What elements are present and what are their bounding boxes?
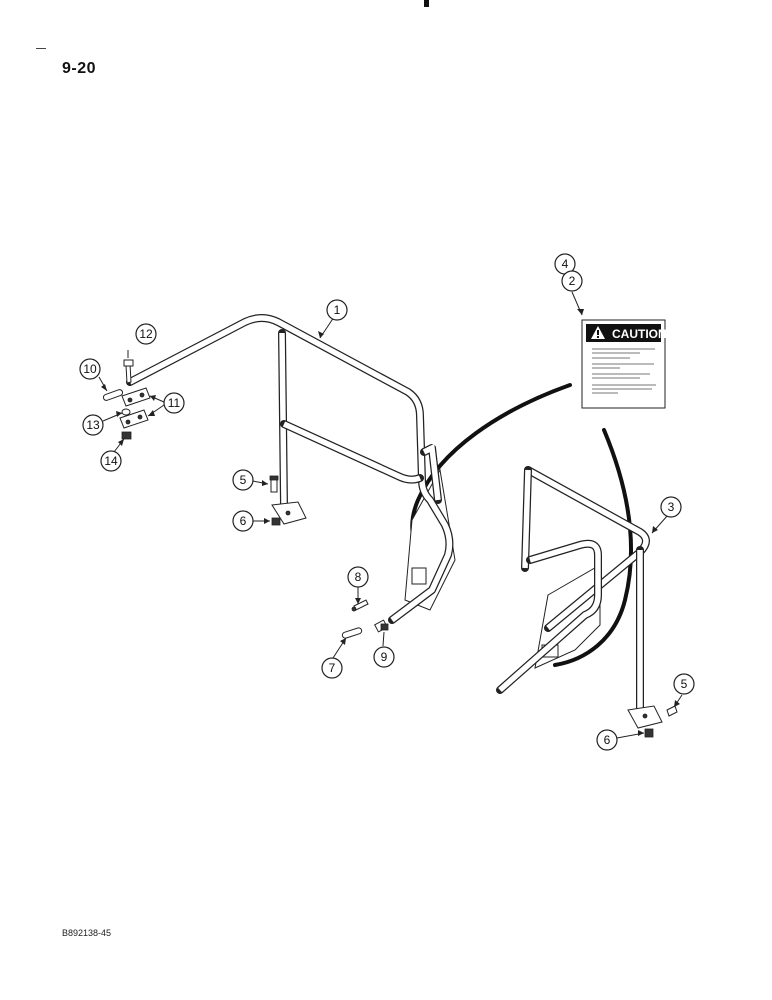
svg-text:6: 6 xyxy=(240,514,247,528)
shield-slot xyxy=(411,567,427,585)
clamp-upper xyxy=(121,387,151,407)
svg-text:9: 9 xyxy=(381,650,388,664)
hardware-post-right xyxy=(644,705,678,738)
callout-6-right: 6 xyxy=(596,729,618,751)
svg-text:7: 7 xyxy=(329,661,336,675)
callout-12: 12 xyxy=(135,323,157,345)
callout-8: 8 xyxy=(347,566,369,588)
svg-text:2: 2 xyxy=(569,274,576,288)
binding-mark xyxy=(424,0,429,7)
svg-text:5: 5 xyxy=(681,677,688,691)
svg-text:13: 13 xyxy=(86,418,100,432)
svg-text:6: 6 xyxy=(604,733,611,747)
bolt-12 xyxy=(125,363,132,384)
svg-text:12: 12 xyxy=(139,327,153,341)
svg-text:3: 3 xyxy=(668,500,675,514)
nut-6-left xyxy=(271,517,281,526)
washer-13 xyxy=(121,408,131,416)
callout-13: 13 xyxy=(82,414,104,436)
svg-text:14: 14 xyxy=(104,454,118,468)
hose-right xyxy=(553,428,634,667)
callout-10: 10 xyxy=(79,358,101,380)
right-handrail xyxy=(496,466,663,729)
svg-text:5: 5 xyxy=(240,473,247,487)
svg-text:4: 4 xyxy=(562,257,569,271)
callout-9: 9 xyxy=(373,646,395,668)
svg-text:8: 8 xyxy=(355,570,362,584)
callout-6-left: 6 xyxy=(232,510,254,532)
pin-7 xyxy=(341,627,363,639)
callout-3: 3 xyxy=(660,496,682,518)
nut-14 xyxy=(121,431,132,440)
callout-1: 1 xyxy=(326,299,348,321)
caution-decal: CAUTION xyxy=(581,319,667,409)
svg-text:1: 1 xyxy=(334,303,341,317)
svg-text:11: 11 xyxy=(168,396,181,410)
bolt-5-right xyxy=(666,705,678,717)
callout-14: 14 xyxy=(100,450,122,472)
svg-text:10: 10 xyxy=(83,362,97,376)
hardware-front-left xyxy=(341,599,389,639)
leader-arrowheads xyxy=(101,309,680,736)
hardware-post-left xyxy=(269,475,281,526)
hardware-left-group xyxy=(102,359,151,440)
figure-code: B892138-45 xyxy=(62,928,112,938)
nut-9 xyxy=(380,623,389,631)
nut-6-right xyxy=(644,728,654,738)
callout-5-right: 5 xyxy=(673,673,695,695)
decal-header xyxy=(586,324,661,342)
callout-5-left: 5 xyxy=(232,469,254,491)
callout-11: 11 xyxy=(163,392,185,414)
callout-2: 2 xyxy=(561,270,583,292)
callout-7: 7 xyxy=(321,657,343,679)
pin-10 xyxy=(102,389,124,401)
page-number: 9-20 xyxy=(62,60,97,77)
decal-caution-label: CAUTION xyxy=(612,327,667,341)
left-handrail xyxy=(126,314,456,633)
page-edge-mark xyxy=(36,48,46,49)
